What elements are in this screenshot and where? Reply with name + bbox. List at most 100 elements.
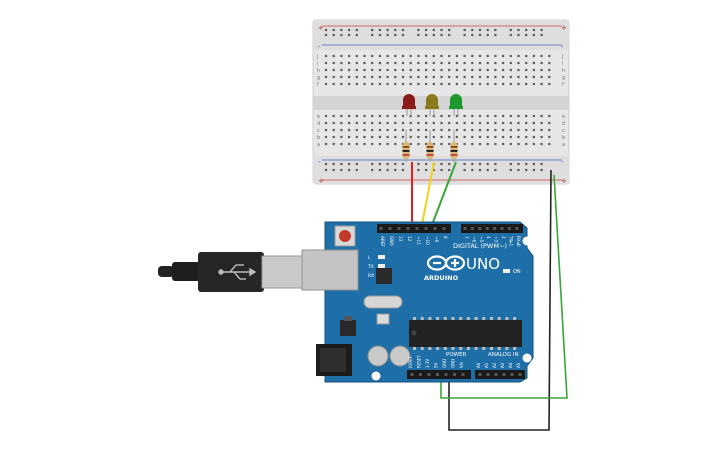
power-pin[interactable] xyxy=(427,373,431,376)
small-switch xyxy=(376,313,390,325)
digital-pin[interactable] xyxy=(406,227,410,230)
digital-pin[interactable] xyxy=(415,227,419,230)
digital-pin-label: ~11 xyxy=(416,236,421,245)
breadboard-hole xyxy=(517,68,520,72)
rail-hole xyxy=(394,168,397,172)
green-5v-wire[interactable] xyxy=(440,174,568,399)
power-pin[interactable] xyxy=(461,373,465,376)
digital-pin[interactable] xyxy=(433,227,437,230)
breadboard-hole xyxy=(494,142,497,146)
wires[interactable] xyxy=(411,161,568,431)
reset-button[interactable] xyxy=(339,230,351,242)
digital-pin[interactable] xyxy=(493,227,497,230)
breadboard-hole xyxy=(478,68,482,72)
led-green[interactable] xyxy=(450,94,462,108)
breadboard-hole xyxy=(517,121,520,125)
breadboard-hole xyxy=(363,61,366,65)
breadboard-hole xyxy=(409,128,412,132)
digital-pin-label: TX▸1 xyxy=(508,235,513,247)
yellow-wire[interactable] xyxy=(420,161,435,231)
rail-hole xyxy=(348,168,351,172)
breadboard-hole xyxy=(425,54,428,58)
breadboard-hole xyxy=(409,75,412,79)
led-rim xyxy=(425,106,439,109)
digital-pin[interactable] xyxy=(515,227,519,230)
rail-hole xyxy=(509,33,512,37)
breadboard-hole xyxy=(448,114,451,118)
analog-pin[interactable] xyxy=(518,373,522,376)
power-pin[interactable] xyxy=(436,373,439,376)
breadboard-hole xyxy=(455,135,458,139)
breadboard-hole xyxy=(394,135,397,139)
rail-hole xyxy=(340,28,343,32)
digital-pin[interactable] xyxy=(388,227,392,230)
analog-pin[interactable] xyxy=(486,373,490,376)
chip-pin xyxy=(420,317,424,320)
digital-pin[interactable] xyxy=(500,227,504,230)
digital-pin[interactable] xyxy=(397,227,401,230)
breadboard-hole xyxy=(386,54,389,58)
digital-pin[interactable] xyxy=(442,227,446,230)
breadboard-hole xyxy=(532,128,535,132)
breadboard-hole xyxy=(471,128,474,132)
analog-pin[interactable] xyxy=(494,373,498,376)
analog-pin[interactable] xyxy=(510,373,514,376)
breadboard-hole xyxy=(517,61,520,65)
led-yellow[interactable] xyxy=(426,94,438,108)
breadboard-hole xyxy=(471,75,474,79)
breadboard-hole xyxy=(417,135,420,139)
digital-pin[interactable] xyxy=(463,227,467,230)
chip-pin xyxy=(451,347,455,350)
usb-cable[interactable] xyxy=(158,252,303,292)
power-pin[interactable] xyxy=(410,373,414,376)
breadboard-hole xyxy=(440,82,443,86)
digital-pin[interactable] xyxy=(478,227,482,230)
breadboard-hole xyxy=(371,68,374,72)
leds[interactable] xyxy=(402,94,463,116)
digital-pin[interactable] xyxy=(470,227,474,230)
row-letter: d xyxy=(562,121,565,127)
rail-hole xyxy=(355,33,358,37)
digital-pin[interactable] xyxy=(379,227,383,230)
breadboard-hole xyxy=(532,68,535,72)
black-gnd-wire[interactable] xyxy=(448,169,552,431)
breadboard-hole xyxy=(324,75,328,79)
digital-pin[interactable] xyxy=(507,227,511,230)
led-red[interactable] xyxy=(403,94,415,108)
breadboard-hole xyxy=(478,61,482,65)
breadboard-hole xyxy=(332,82,335,86)
green-wire[interactable] xyxy=(429,161,457,231)
breadboard-hole xyxy=(455,128,458,132)
rail-hole xyxy=(355,28,358,32)
resistor-band xyxy=(402,146,410,148)
breadboard-center-gap xyxy=(313,96,569,110)
breadboard-hole xyxy=(401,61,405,65)
breadboard-hole xyxy=(417,121,420,125)
chip-pin xyxy=(513,347,517,350)
rail-hole xyxy=(386,168,389,172)
breadboard-hole xyxy=(363,135,366,139)
resistors[interactable] xyxy=(402,130,458,162)
power-pin[interactable] xyxy=(419,373,422,376)
digital-pin[interactable] xyxy=(485,227,489,230)
digital-pin[interactable] xyxy=(424,227,428,230)
analog-pin[interactable] xyxy=(502,373,506,376)
breadboard-hole xyxy=(486,128,489,132)
breadboard-hole xyxy=(471,82,474,86)
breadboard-hole xyxy=(371,82,374,86)
row-letter: i xyxy=(317,61,318,67)
power-pin[interactable] xyxy=(444,373,448,376)
breadboard-hole xyxy=(463,54,466,58)
power-pin[interactable] xyxy=(453,373,456,376)
breadboard-hole xyxy=(532,135,535,139)
breadboard-hole xyxy=(394,128,397,132)
rail-hole xyxy=(478,33,482,37)
resistor-band xyxy=(450,154,458,156)
analog-pin[interactable] xyxy=(478,373,482,376)
rail-hole xyxy=(394,162,397,166)
breadboard-hole xyxy=(548,82,551,86)
breadboard-hole xyxy=(471,114,474,118)
rail-hole xyxy=(417,28,420,32)
